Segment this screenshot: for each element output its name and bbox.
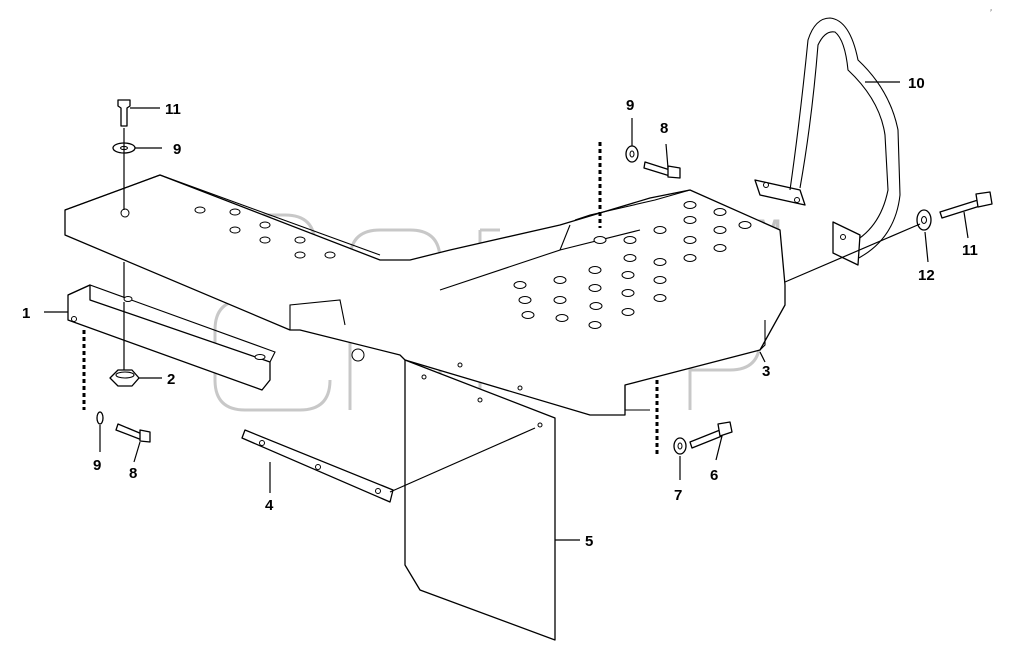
callout-8-right: 8 bbox=[660, 120, 668, 137]
bolt-6 bbox=[689, 421, 733, 449]
callout-12: 12 bbox=[918, 267, 935, 284]
mounting-bracket bbox=[67, 284, 276, 391]
step-platform bbox=[64, 174, 786, 416]
callout-labels: 1 2 3 4 5 6 7 8 8 9 9 9 10 11 11 12 bbox=[22, 75, 978, 550]
washer-12 bbox=[916, 209, 932, 231]
bolt-11-right bbox=[939, 191, 993, 219]
bolt-8-left bbox=[115, 423, 151, 443]
callout-9-left-bottom: 9 bbox=[93, 457, 101, 474]
callout-7: 7 bbox=[674, 487, 682, 504]
washer-7 bbox=[673, 437, 687, 455]
platform-tread-holes bbox=[194, 201, 752, 329]
washer-9-right bbox=[625, 145, 639, 163]
callout-8-left: 8 bbox=[129, 465, 137, 482]
callout-4: 4 bbox=[265, 497, 274, 514]
corner-mark: ⸗ bbox=[990, 8, 992, 14]
callout-3: 3 bbox=[762, 363, 770, 380]
bolt-11-left bbox=[117, 99, 131, 127]
callout-5: 5 bbox=[585, 533, 593, 550]
callout-11-right: 11 bbox=[962, 242, 978, 259]
bolt-8-right bbox=[643, 161, 681, 179]
callout-9-left-top: 9 bbox=[173, 141, 181, 158]
washer-9-left-bottom bbox=[96, 411, 104, 425]
callout-1: 1 bbox=[22, 305, 30, 322]
callout-6: 6 bbox=[710, 467, 718, 484]
assembly-lines bbox=[82, 128, 921, 493]
grab-handle bbox=[754, 17, 901, 266]
callout-leaders bbox=[44, 81, 969, 541]
clamp-strip bbox=[241, 429, 394, 503]
callout-11-left: 11 bbox=[165, 101, 181, 118]
mud-flap bbox=[404, 359, 556, 641]
nut bbox=[109, 369, 140, 387]
callout-9-right: 9 bbox=[626, 97, 634, 114]
callout-10: 10 bbox=[908, 75, 925, 92]
callout-2: 2 bbox=[167, 371, 175, 388]
